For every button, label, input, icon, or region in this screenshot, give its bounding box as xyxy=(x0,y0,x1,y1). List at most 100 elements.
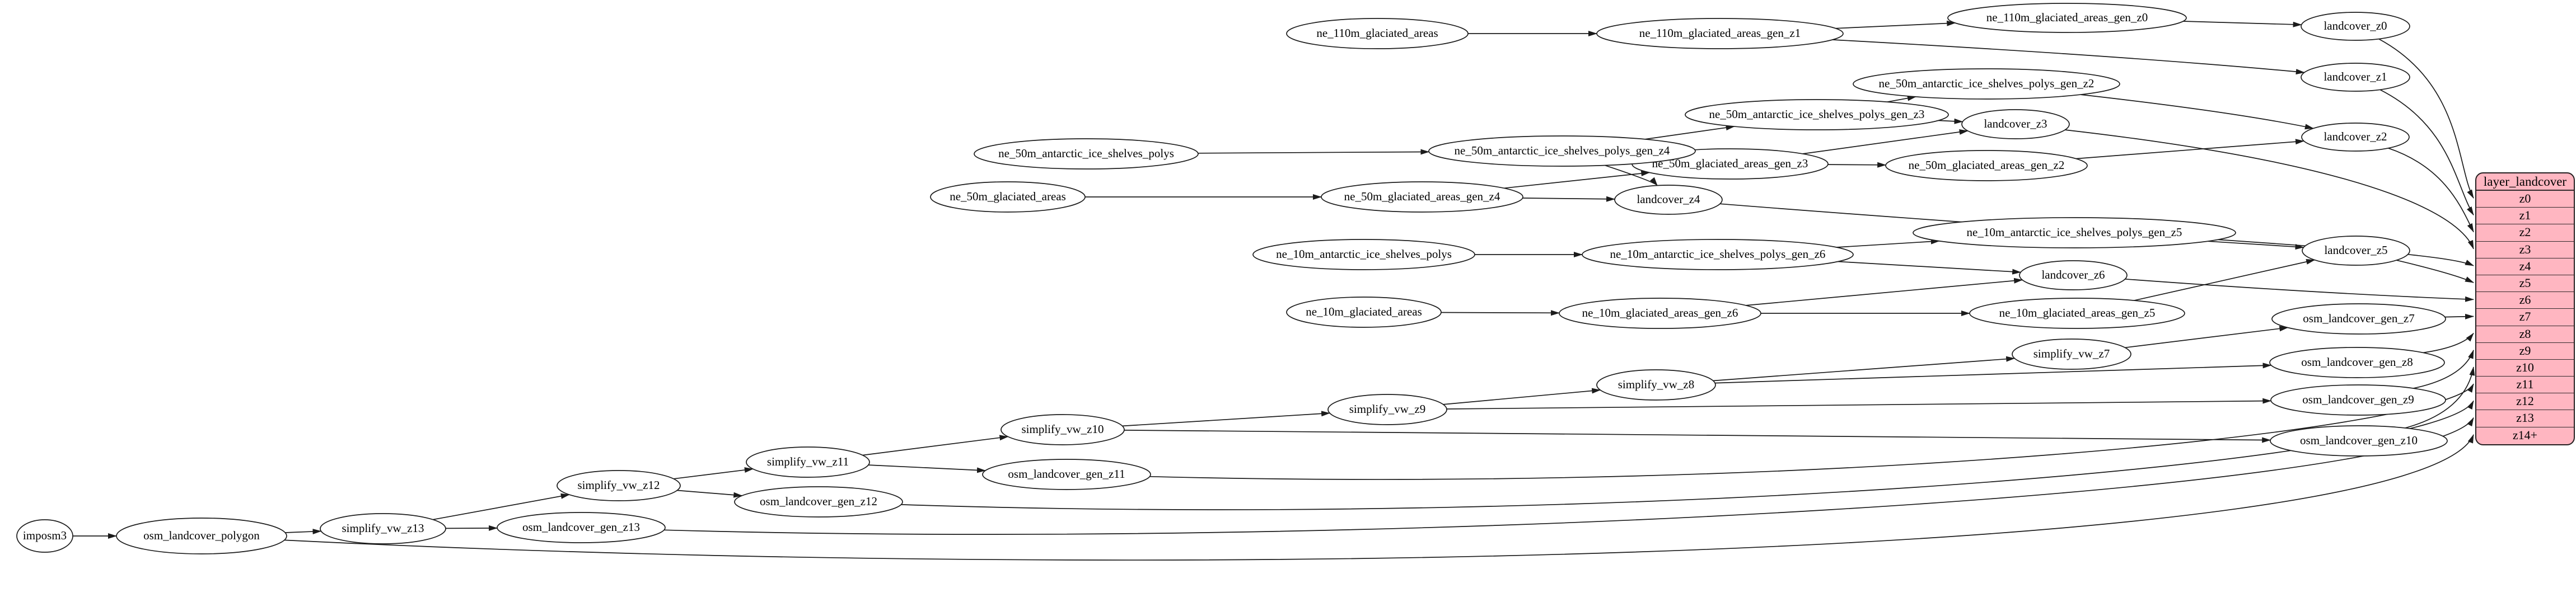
ne_10m_glaciated_areas_gen_z6-ellipse xyxy=(1559,298,1761,329)
ne_10m_glaciated_areas_gen_z6-node: ne_10m_glaciated_areas_gen_z6 xyxy=(1559,298,1761,329)
ne_10m_antarctic_ice_shelves_polys_gen_z5-node: ne_10m_antarctic_ice_shelves_polys_gen_z… xyxy=(1913,217,2236,248)
layer-landcover-row-z11: z11 xyxy=(2476,377,2574,394)
ne_110m_glaciated_areas_gen_z1-node: ne_110m_glaciated_areas_gen_z1 xyxy=(1596,18,1844,49)
ne_50m_glaciated_areas_gen_z4-node: ne_50m_glaciated_areas_gen_z4 xyxy=(1321,181,1523,213)
ne_10m_antarctic_ice_shelves_polys_gen_z6-label: ne_10m_antarctic_ice_shelves_polys_gen_z… xyxy=(1610,247,1826,261)
landcover_z2-node: landcover_z2 xyxy=(2301,123,2410,152)
ne_50m_antarctic_ice_shelves_polys_gen_z2-node: ne_50m_antarctic_ice_shelves_polys_gen_z… xyxy=(1853,68,2120,100)
ne_110m_glaciated_areas-label: ne_110m_glaciated_areas xyxy=(1316,26,1438,40)
ne_50m_antarctic_ice_shelves_polys_gen_z3-node: ne_50m_antarctic_ice_shelves_polys_gen_z… xyxy=(1685,99,1949,130)
ne_10m_glaciated_areas-label: ne_10m_glaciated_areas xyxy=(1306,305,1422,318)
osm_landcover_gen_z11-label: osm_landcover_gen_z11 xyxy=(1008,467,1125,481)
layer-landcover-row-z9: z9 xyxy=(2476,343,2574,360)
landcover_z3-ellipse xyxy=(1961,109,2070,139)
edge-ne_50m_glaciated_areas_gen_z4-to-landcover_z4 xyxy=(1522,196,1616,202)
graph-nodes: imposm3 osm_landcover_polygon simplify_vw_… xyxy=(16,3,2448,554)
ne_10m_antarctic_ice_shelves_polys_gen_z5-ellipse xyxy=(1913,217,2236,248)
edge-landcover_z3-to-layer-z3 xyxy=(2065,129,2474,250)
osm_landcover_gen_z7-node: osm_landcover_gen_z7 xyxy=(2271,303,2446,335)
edge-ne_50m_glaciated_areas_gen_z4-to-ne_50m_glaciated_areas_gen_z3 xyxy=(1504,171,1651,189)
osm_landcover_gen_z7-ellipse xyxy=(2271,303,2446,335)
ne_10m_antarctic_ice_shelves_polys_gen_z6-node: ne_10m_antarctic_ice_shelves_polys_gen_z… xyxy=(1582,239,1854,270)
simplify_vw_z11-ellipse xyxy=(746,446,870,478)
landcover_z6-node: landcover_z6 xyxy=(2019,260,2128,290)
simplify_vw_z9-label: simplify_vw_z9 xyxy=(1349,402,1426,416)
landcover_z3-label: landcover_z3 xyxy=(1984,117,2047,130)
osm_landcover_gen_z9-node: osm_landcover_gen_z9 xyxy=(2270,384,2446,416)
layer-landcover-title: layer_landcover xyxy=(2476,173,2574,191)
layer-landcover-row-z4: z4 xyxy=(2476,258,2574,275)
ne_10m_antarctic_ice_shelves_polys-node: ne_10m_antarctic_ice_shelves_polys xyxy=(1252,239,1475,270)
edge-ne_50m_antarctic_ice_shelves_polys_gen_z2-to-landcover_z2 xyxy=(2081,94,2314,130)
landcover_z6-ellipse xyxy=(2019,260,2128,290)
layer-landcover-row-z14+: z14+ xyxy=(2512,427,2538,442)
osm_landcover_gen_z9-label: osm_landcover_gen_z9 xyxy=(2302,393,2414,406)
layer-landcover-row-z8: z8 xyxy=(2476,326,2574,343)
ne_10m_antarctic_ice_shelves_polys-ellipse xyxy=(1252,239,1475,270)
ne_10m_glaciated_areas_gen_z5-label: ne_10m_glaciated_areas_gen_z5 xyxy=(1999,306,2156,319)
edge-landcover_z5-to-layer-z5 xyxy=(2396,260,2474,283)
landcover_z5-ellipse xyxy=(2302,236,2410,266)
ne_50m_antarctic_ice_shelves_polys_gen_z4-ellipse xyxy=(1428,135,1696,167)
layer-landcover-row-z13: z13 xyxy=(2476,410,2574,427)
imposm3-node: imposm3 xyxy=(16,519,73,553)
ne_10m_antarctic_ice_shelves_polys_gen_z6-ellipse xyxy=(1582,239,1854,270)
simplify_vw_z7-node: simplify_vw_z7 xyxy=(2012,338,2131,370)
simplify_vw_z11-label: simplify_vw_z11 xyxy=(767,455,849,468)
edge-ne_50m_antarctic_ice_shelves_polys_gen_z4-to-landcover_z4 xyxy=(1605,164,1658,186)
edge-osm_landcover_gen_z8-to-layer-z8 xyxy=(2423,332,2474,354)
edge-osm_landcover_gen_z12-to-layer-z12 xyxy=(901,400,2474,510)
ne_50m_glaciated_areas-ellipse xyxy=(930,181,1086,213)
edge-simplify_vw_z11-to-osm_landcover_gen_z11 xyxy=(868,464,986,473)
ne_110m_glaciated_areas_gen_z0-label: ne_110m_glaciated_areas_gen_z0 xyxy=(1986,11,2148,24)
edge-osm_landcover_gen_z9-to-layer-z9 xyxy=(2413,349,2474,389)
layer-landcover-row-z12: z12 xyxy=(2476,393,2574,411)
osm_landcover_gen_z13-label: osm_landcover_gen_z13 xyxy=(522,520,640,534)
osm_landcover_gen_z12-ellipse xyxy=(734,486,903,518)
simplify_vw_z7-ellipse xyxy=(2012,338,2131,370)
landcover_z4-ellipse xyxy=(1614,185,1723,215)
ne_10m_glaciated_areas-node: ne_10m_glaciated_areas xyxy=(1286,297,1442,328)
edge-ne_50m_antarctic_ice_shelves_polys_gen_z4-to-ne_50m_antarctic_ice_shelves_polys_gen_z3 xyxy=(1644,125,1735,140)
osm_landcover_polygon-label: osm_landcover_polygon xyxy=(143,529,260,542)
simplify_vw_z8-ellipse xyxy=(1596,369,1716,401)
osm_landcover_gen_z8-ellipse xyxy=(2269,347,2445,378)
ne_50m_glaciated_areas_gen_z4-label: ne_50m_glaciated_areas_gen_z4 xyxy=(1344,190,1500,203)
layer-landcover-row-z1: z1 xyxy=(2476,208,2574,225)
osm_landcover_gen_z10-label: osm_landcover_gen_z10 xyxy=(2300,434,2418,447)
simplify_vw_z11-node: simplify_vw_z11 xyxy=(746,446,870,478)
ne_50m_glaciated_areas_gen_z2-ellipse xyxy=(1885,150,2088,181)
landcover_z2-ellipse xyxy=(2301,123,2410,152)
edge-simplify_vw_z9-to-simplify_vw_z8 xyxy=(1443,388,1601,405)
ne_10m_glaciated_areas-ellipse xyxy=(1286,297,1442,328)
edge-simplify_vw_z13-to-osm_landcover_gen_z13 xyxy=(445,525,498,531)
landcover_z0-node: landcover_z0 xyxy=(2301,12,2410,41)
simplify_vw_z10-label: simplify_vw_z10 xyxy=(1022,422,1104,436)
edge-simplify_vw_z12-to-simplify_vw_z11 xyxy=(673,467,754,479)
edge-ne_10m_glaciated_areas_gen_z5-to-landcover_z5 xyxy=(2134,259,2316,301)
ne_110m_glaciated_areas_gen_z1-label: ne_110m_glaciated_areas_gen_z1 xyxy=(1639,26,1801,40)
ne_50m_antarctic_ice_shelves_polys_gen_z3-ellipse xyxy=(1685,99,1949,130)
edge-simplify_vw_z12-to-osm_landcover_gen_z12 xyxy=(677,490,743,498)
layer-landcover-row-z2: z2 xyxy=(2476,224,2574,242)
edge-ne_50m_antarctic_ice_shelves_polys_gen_z3-to-landcover_z3 xyxy=(1938,118,1963,124)
osm_landcover_gen_z13-ellipse xyxy=(497,512,666,543)
ne_10m_glaciated_areas_gen_z6-label: ne_10m_glaciated_areas_gen_z6 xyxy=(1582,306,1738,319)
osm_landcover_gen_z13-node: osm_landcover_gen_z13 xyxy=(497,512,666,543)
edge-osm_landcover_gen_z10-to-layer-z10 xyxy=(2405,366,2475,429)
landcover_z6-label: landcover_z6 xyxy=(2041,268,2105,281)
edge-landcover_z4-to-layer-z4 xyxy=(1720,203,2474,266)
edge-simplify_vw_z13-to-simplify_vw_z12 xyxy=(433,493,570,520)
edge-ne_10m_antarctic_ice_shelves_polys_gen_z6-to-landcover_z6 xyxy=(1838,261,2022,275)
osm_landcover_gen_z8-node: osm_landcover_gen_z8 xyxy=(2269,347,2445,378)
edge-simplify_vw_z9-to-osm_landcover_gen_z9 xyxy=(1446,398,2272,410)
landcover_z5-label: landcover_z5 xyxy=(2324,243,2387,257)
edge-ne_50m_antarctic_ice_shelves_polys_gen_z3-to-ne_50m_antarctic_ice_shelves_polys_gen_z2 xyxy=(1887,95,1916,103)
osm_landcover_gen_z10-ellipse xyxy=(2270,425,2448,457)
edge-simplify_vw_z7-to-osm_landcover_gen_z7 xyxy=(2125,326,2289,349)
simplify_vw_z8-label: simplify_vw_z8 xyxy=(1618,378,1695,391)
landcover_z1-ellipse xyxy=(2301,63,2410,92)
